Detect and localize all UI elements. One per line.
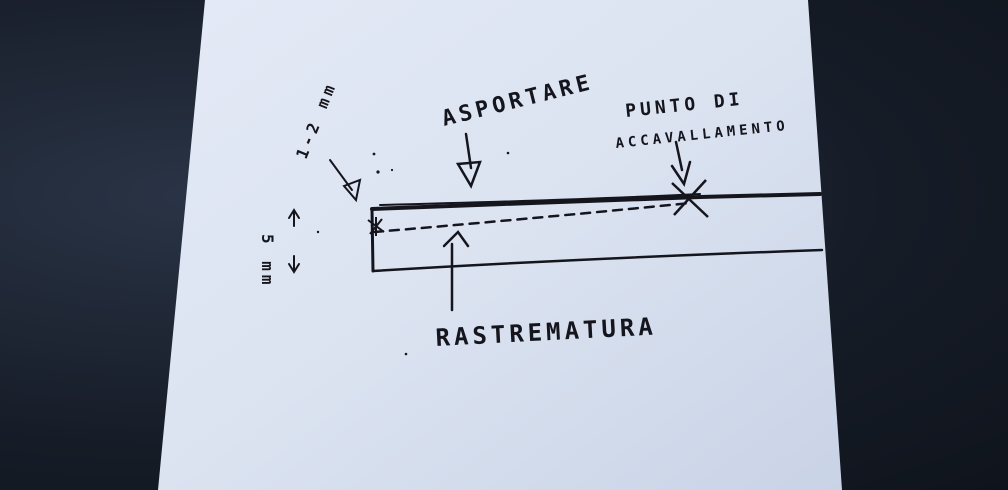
plank-top-edge: [370, 192, 822, 211]
plank-drawing: [370, 192, 824, 273]
overlap-point-x-mark: [671, 179, 709, 218]
plank-left-edge: [370, 207, 375, 273]
paper-sheet: [158, 0, 842, 490]
start-point-star-mark: [367, 217, 385, 236]
plank-bottom-edge: [371, 248, 824, 273]
rastrematura-arrow-icon: [442, 230, 470, 312]
gap-arrow-icon: [329, 159, 362, 203]
stray-dots: [316, 151, 510, 356]
label-thickness: 5 mm: [258, 234, 277, 289]
asportare-arrow-icon: [455, 132, 482, 189]
taper-dashed-line: [372, 201, 692, 234]
overlap-arrow-icon: [670, 140, 692, 187]
thickness-arrows-icon: [288, 208, 300, 274]
